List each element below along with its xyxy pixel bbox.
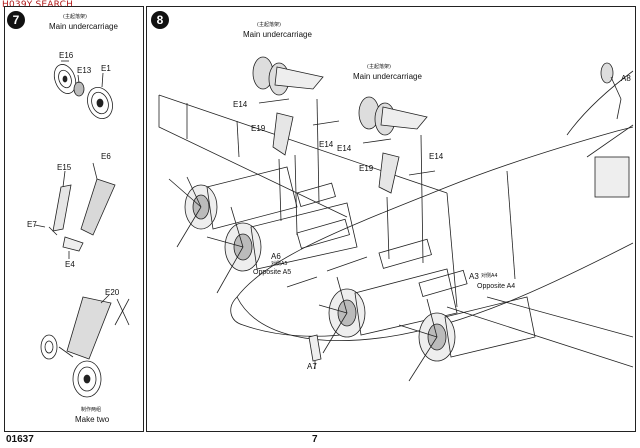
- part-label-a7: A7: [307, 362, 317, 371]
- main-gear-1-drawing: [252, 56, 340, 236]
- page-number: 7: [312, 434, 318, 445]
- watermark: H039Y SEARCH: [2, 0, 74, 10]
- step-8-badge: 8: [151, 11, 169, 29]
- step-7-drawing: [34, 60, 130, 398]
- part-label-e14-c: E14: [337, 144, 352, 153]
- part-label-e14-d: E14: [429, 152, 444, 161]
- wheel-assembly-drawing: [53, 60, 113, 119]
- ref-a6-zh: 对侧A5: [271, 261, 288, 267]
- part-label-a3: A3: [469, 272, 479, 281]
- antenna-part-drawing: [308, 334, 322, 369]
- part-label-a6: A6: [271, 252, 281, 261]
- part-label-a8: A8: [621, 74, 631, 83]
- make-two-label: Make two: [75, 415, 110, 424]
- tail-wheel-drawing: [600, 62, 622, 120]
- step-7-badge: 7: [7, 11, 25, 29]
- part-label-e19-b: E19: [359, 164, 374, 173]
- step-8-group-1-label: Main undercarriage: [243, 30, 312, 39]
- step-7-panel: 7 (主起落架) Main undercarriage E16 E13 E1 E…: [4, 6, 144, 432]
- step-8-group-1-zh: (主起落架): [257, 22, 281, 28]
- main-gear-2-drawing: [358, 96, 436, 264]
- engine-nacelles-drawing: [168, 166, 536, 382]
- right-wing-drawing: [446, 70, 634, 368]
- kit-number: 01637: [6, 434, 34, 445]
- part-label-e6: E6: [101, 152, 111, 161]
- make-two-zh: 制作两组: [81, 407, 102, 413]
- step-8-panel: 8 (主起落架) Main undercarriage (主起落架) Main …: [146, 6, 636, 432]
- step-8-group-2-zh: (主起落架): [367, 64, 391, 70]
- step-7-group-label: Main undercarriage: [49, 22, 118, 31]
- ref-a3-zh: 对侧A4: [481, 273, 498, 279]
- part-label-e20: E20: [105, 288, 120, 297]
- part-label-e15: E15: [57, 163, 72, 172]
- ref-a6-opposite: Opposite A5: [253, 269, 292, 276]
- part-label-e1: E1: [101, 64, 111, 73]
- gear-bay-drawing: [296, 182, 468, 297]
- left-wing-drawing: [158, 94, 448, 218]
- part-label-e16: E16: [59, 51, 74, 60]
- part-label-e14-a: E14: [233, 100, 248, 109]
- part-label-e4: E4: [65, 260, 75, 269]
- part-label-e19-a: E19: [251, 124, 266, 133]
- step-8-group-2-label: Main undercarriage: [353, 72, 422, 81]
- fuselage-drawing: [230, 126, 634, 341]
- step-8-drawing: [158, 56, 634, 382]
- strut-assembly-drawing: [34, 162, 116, 259]
- step-7-group-zh: (主起落架): [63, 14, 87, 20]
- assembled-gear-drawing: [40, 294, 130, 398]
- ref-a3-opposite: Opposite A4: [477, 283, 516, 290]
- part-label-e14-b: E14: [319, 140, 334, 149]
- part-label-e13: E13: [77, 66, 92, 75]
- part-label-e7: E7: [27, 220, 37, 229]
